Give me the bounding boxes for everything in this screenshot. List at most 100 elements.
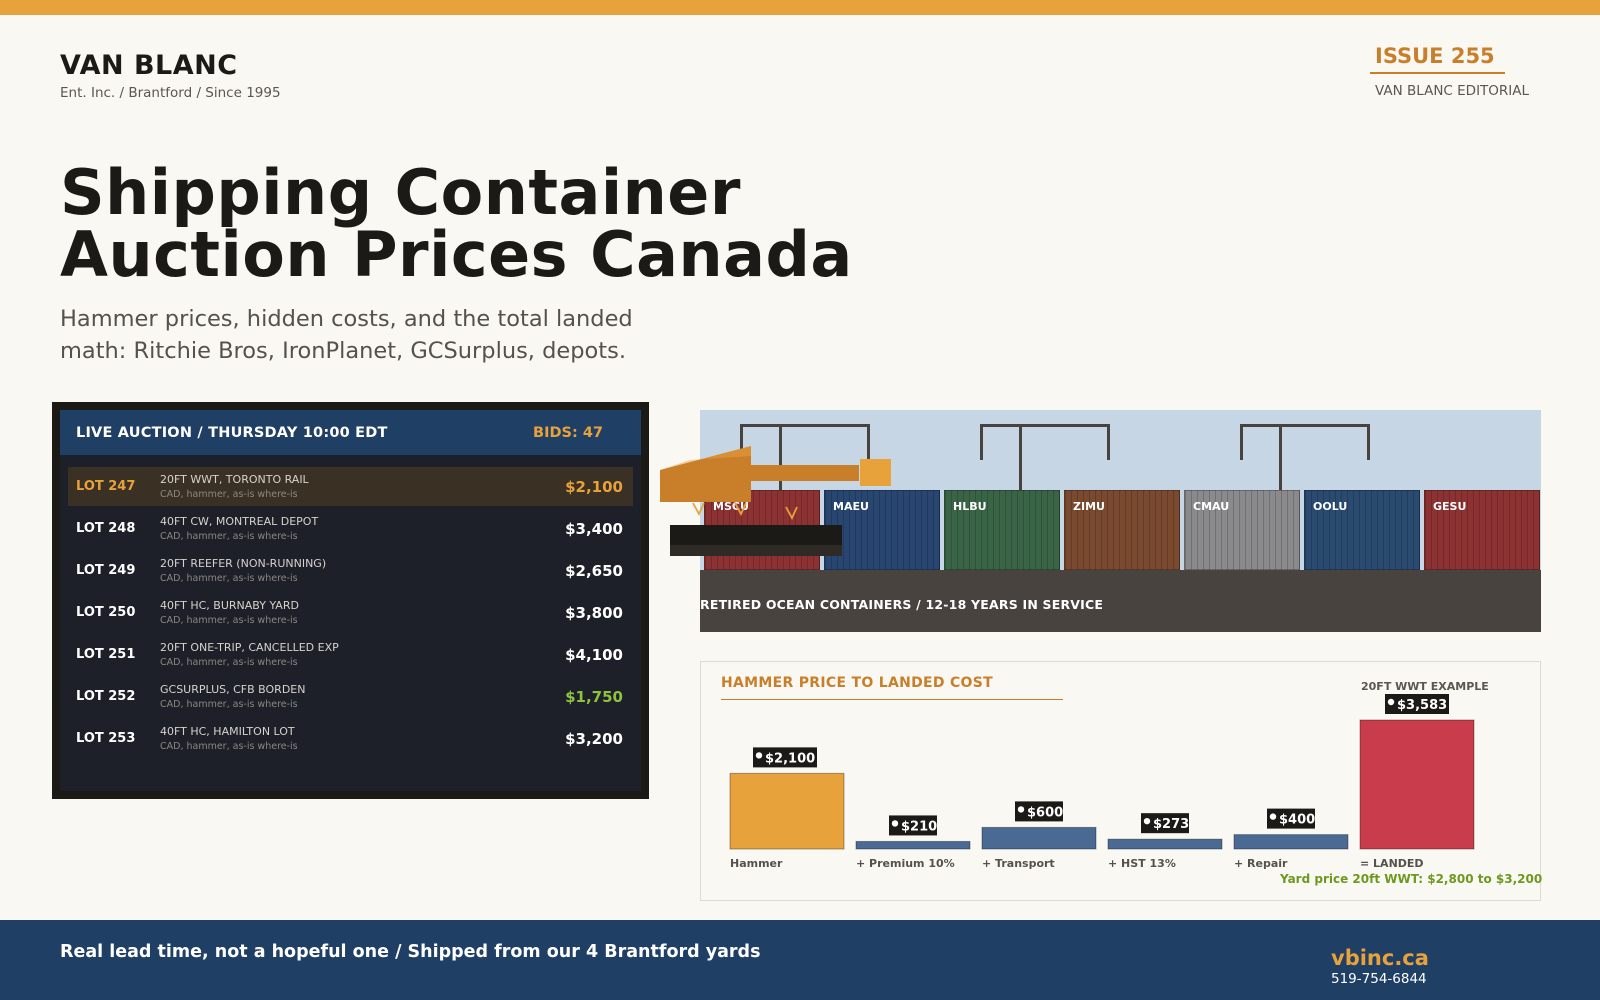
- lot-number: LOT 253: [76, 731, 136, 746]
- subheading-line-1: Hammer prices, hidden costs, and the tot…: [60, 306, 633, 332]
- scene-caption: RETIRED OCEAN CONTAINERS / 12-18 YEARS I…: [700, 597, 1104, 612]
- lot-description: 20FT WWT, TORONTO RAIL CAD, hammer, as-i…: [160, 473, 565, 500]
- price-tag-hole-icon: [1269, 813, 1277, 820]
- lot-terms: CAD, hammer, as-is where-is: [160, 741, 298, 752]
- brand-name: VAN BLANC: [60, 50, 238, 81]
- hook-marks-icon: [692, 502, 798, 520]
- issue-block: ISSUE 255 VAN BLANC EDITORIAL: [1370, 44, 1540, 99]
- lot-number: LOT 251: [76, 647, 136, 662]
- price-tag: [1385, 694, 1449, 714]
- lot-title: 40FT HC, HAMILTON LOT: [160, 725, 295, 738]
- container-label: HLBU: [953, 500, 987, 513]
- gavel-icon: [660, 446, 891, 502]
- lot-row[interactable]: LOT 253 40FT HC, HAMILTON LOT CAD, hamme…: [68, 719, 633, 758]
- yard-ground: [700, 570, 1541, 632]
- crane-leg: [1240, 424, 1243, 460]
- lot-price: $3,400: [565, 519, 623, 538]
- lot-number: LOT 252: [76, 689, 136, 704]
- price-tag-hole-icon: [891, 820, 899, 827]
- lot-terms: CAD, hammer, as-is where-is: [160, 489, 298, 500]
- chart-title: HAMMER PRICE TO LANDED COST: [721, 675, 1063, 700]
- issue-number: ISSUE 255: [1370, 44, 1505, 74]
- chart-bar: [729, 772, 845, 850]
- container-label: GESU: [1433, 500, 1467, 513]
- lot-price: $3,200: [565, 729, 623, 748]
- chart-bar: [1107, 838, 1223, 850]
- brand-block: VAN BLANC Ent. Inc. / Brantford / Since …: [60, 50, 281, 101]
- lot-title: 20FT ONE-TRIP, CANCELLED EXP: [160, 641, 339, 654]
- bar-value-label: $600: [1027, 805, 1063, 820]
- page-title-line-1: Shipping Container: [60, 156, 741, 229]
- container-label: CMAU: [1193, 500, 1230, 513]
- footer-tagline: Real lead time, not a hopeful one / Ship…: [60, 942, 761, 962]
- crane-cable: [1019, 424, 1022, 490]
- lot-description: 20FT REEFER (NON-RUNNING) CAD, hammer, a…: [160, 557, 565, 584]
- lot-price: $1,750: [565, 687, 623, 706]
- lot-description: 40FT CW, MONTREAL DEPOT CAD, hammer, as-…: [160, 515, 565, 542]
- phone-number[interactable]: 519-754-6844: [1331, 971, 1427, 987]
- subheading-line-2: math: Ritchie Bros, IronPlanet, GCSurplu…: [60, 338, 626, 364]
- bids-count: BIDS: 47: [533, 424, 603, 441]
- shipping-container: ZIMU: [1064, 490, 1180, 570]
- price-tag: [1141, 813, 1189, 834]
- bar-value-label: $2,100: [765, 751, 815, 766]
- chart-bar: [981, 826, 1097, 850]
- crane-beam: [980, 424, 1110, 427]
- price-tag-hole-icon: [1017, 806, 1025, 813]
- bar-value-label: $400: [1279, 813, 1315, 828]
- website-link[interactable]: vbinc.ca: [1331, 946, 1429, 970]
- crane-cable: [1279, 424, 1282, 490]
- lot-title: 20FT WWT, TORONTO RAIL: [160, 473, 309, 486]
- chart-bar: [855, 840, 971, 850]
- price-tag-hole-icon: [755, 752, 763, 759]
- lot-row[interactable]: LOT 249 20FT REEFER (NON-RUNNING) CAD, h…: [68, 551, 633, 590]
- category-label: + HST 13%: [1108, 857, 1176, 870]
- lot-description: GCSURPLUS, CFB BORDEN CAD, hammer, as-is…: [160, 683, 565, 710]
- price-tag: [753, 747, 817, 768]
- lot-number: LOT 247: [76, 479, 136, 494]
- auction-board-header: LIVE AUCTION / THURSDAY 10:00 EDT BIDS: …: [60, 410, 641, 455]
- lot-number: LOT 249: [76, 563, 136, 578]
- lot-row[interactable]: LOT 247 20FT WWT, TORONTO RAIL CAD, hamm…: [68, 467, 633, 506]
- subheading: Hammer prices, hidden costs, and the tot…: [60, 303, 760, 367]
- lot-description: 40FT HC, HAMILTON LOT CAD, hammer, as-is…: [160, 725, 565, 752]
- lot-row[interactable]: LOT 250 40FT HC, BURNABY YARD CAD, hamme…: [68, 593, 633, 632]
- lot-title: 20FT REEFER (NON-RUNNING): [160, 557, 327, 570]
- lot-terms: CAD, hammer, as-is where-is: [160, 699, 298, 710]
- crane-cable: [779, 424, 782, 490]
- crane-leg: [867, 424, 870, 460]
- crane-leg: [1107, 424, 1110, 460]
- category-label: + Premium 10%: [856, 857, 955, 870]
- price-tag-hole-icon: [1387, 698, 1395, 706]
- spreader-bar-icon: [670, 525, 842, 556]
- price-tag-hole-icon: [1143, 817, 1151, 825]
- lot-description: 20FT ONE-TRIP, CANCELLED EXP CAD, hammer…: [160, 641, 565, 668]
- category-label: + Repair: [1234, 857, 1288, 870]
- lot-price: $3,800: [565, 603, 623, 622]
- container-yard-illustration: MSCU MAEU HLBU ZIMU CMAU OOLU GESU RETIR…: [700, 410, 1541, 632]
- lot-terms: CAD, hammer, as-is where-is: [160, 573, 298, 584]
- chart-bar: [1359, 719, 1475, 850]
- shipping-container: OOLU: [1304, 490, 1420, 570]
- bar-value-label: $210: [901, 819, 937, 834]
- crane-beam: [740, 424, 870, 427]
- container-label: MSCU: [713, 500, 749, 513]
- lot-price: $2,100: [565, 477, 623, 496]
- chart-bar: [1233, 834, 1349, 850]
- lot-row[interactable]: LOT 248 40FT CW, MONTREAL DEPOT CAD, ham…: [68, 509, 633, 548]
- lot-row[interactable]: LOT 252 GCSURPLUS, CFB BORDEN CAD, hamme…: [68, 677, 633, 716]
- category-label: Hammer: [730, 857, 783, 870]
- lot-terms: CAD, hammer, as-is where-is: [160, 531, 298, 542]
- container-label: MAEU: [833, 500, 869, 513]
- bar-value-label: $3,583: [1397, 698, 1447, 713]
- price-tag: [889, 815, 937, 836]
- category-label: = LANDED: [1360, 857, 1424, 870]
- crane-leg: [740, 424, 743, 460]
- lot-row[interactable]: LOT 251 20FT ONE-TRIP, CANCELLED EXP CAD…: [68, 635, 633, 674]
- yard-price-note: Yard price 20ft WWT: $2,800 to $3,200: [1280, 872, 1543, 886]
- brand-tagline: Ent. Inc. / Brantford / Since 1995: [60, 85, 281, 101]
- footer: Real lead time, not a hopeful one / Ship…: [0, 920, 1600, 1000]
- shipping-container: HLBU: [944, 490, 1060, 570]
- container-label: OOLU: [1313, 500, 1348, 513]
